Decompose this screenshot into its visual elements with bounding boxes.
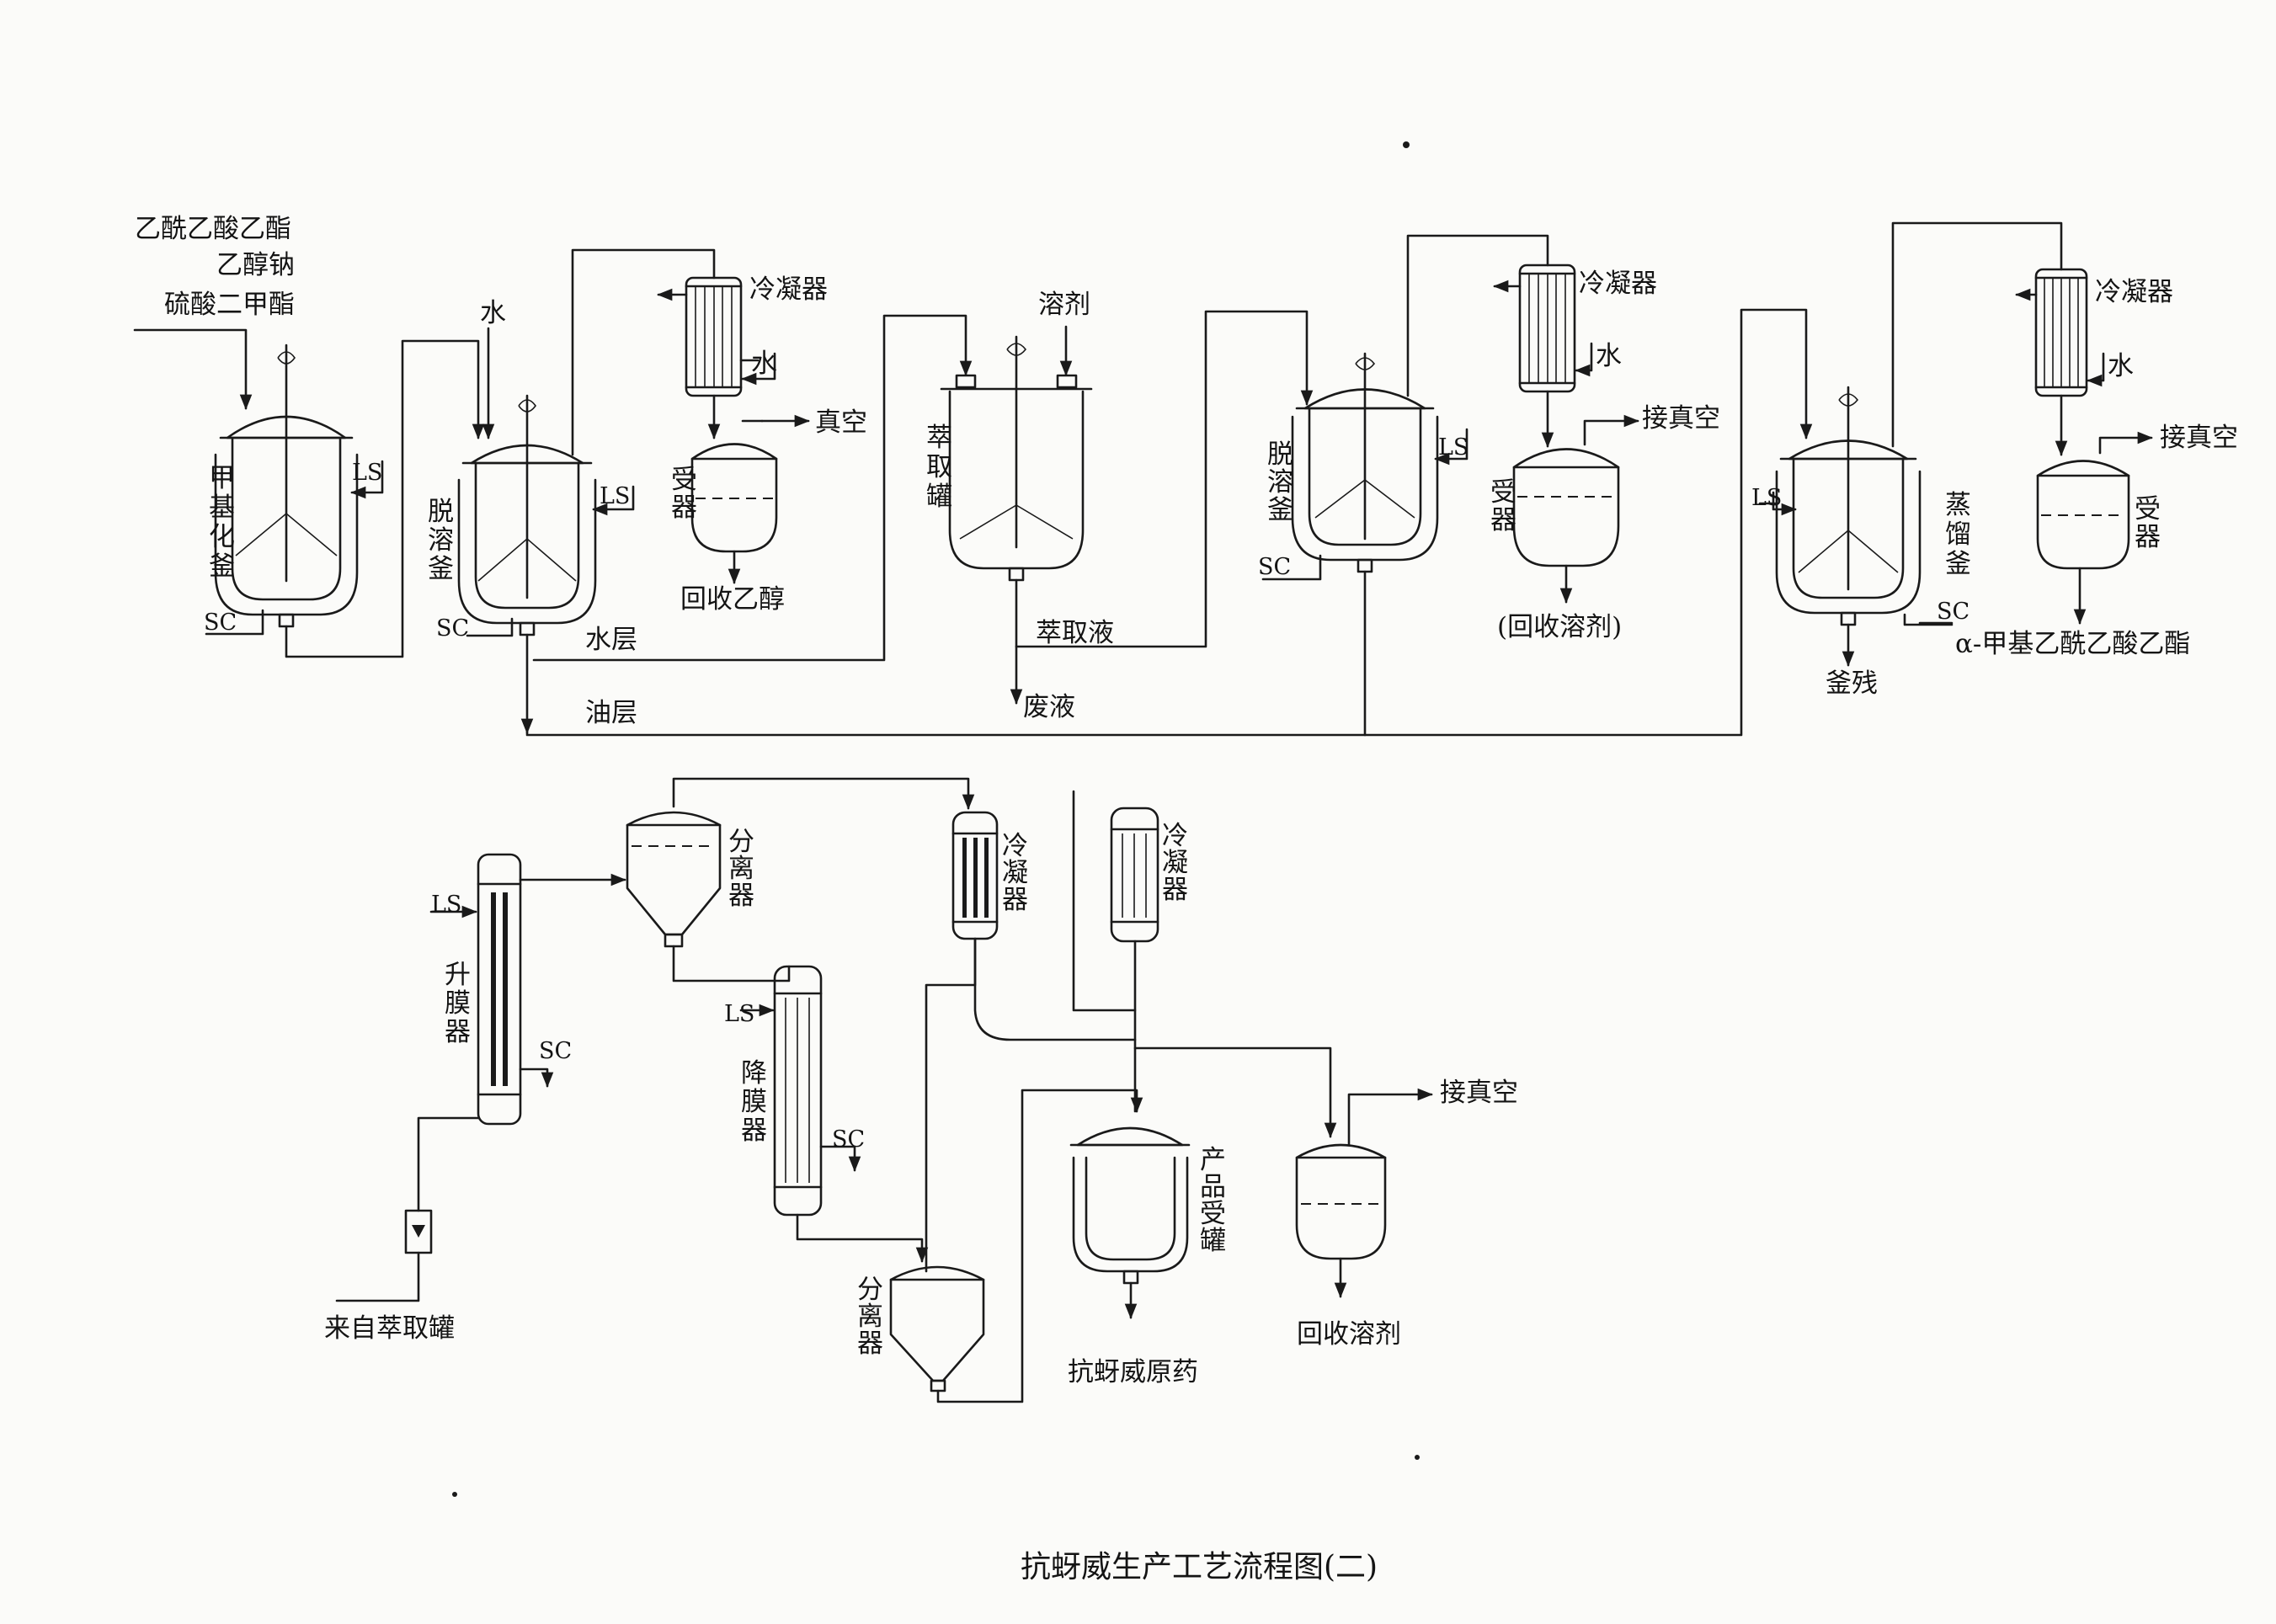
feed-label-3: 硫酸二甲酯 (164, 290, 295, 320)
label-alpha-product: α-甲基乙酰乙酸乙酯 (1955, 629, 2190, 659)
label-sc-1: SC (204, 610, 237, 636)
speck-1 (1403, 141, 1410, 148)
label-desolvation-kettle-2: 脱溶釜 (1267, 439, 1293, 525)
label-distillation-kettle: 蒸馏釜 (1945, 490, 1971, 579)
condenser-3 (2034, 268, 2088, 397)
lower-piping (335, 777, 1433, 1403)
label-receiver-1: 受器 (671, 465, 697, 523)
label-product-receiver: 产品受罐 (1200, 1145, 1226, 1256)
label-extraction-tank: 萃取罐 (926, 423, 952, 512)
label-condenser-lower-2: 冷凝器 (1162, 821, 1188, 905)
label-ls-falling: LS (724, 1001, 754, 1027)
label-recover-solvent-paren: (回收溶剂) (1497, 612, 1622, 642)
label-falling-film: 降膜器 (741, 1058, 767, 1146)
condenser-1 (685, 276, 743, 397)
label-ls-rising: LS (431, 892, 461, 918)
label-ls-1: LS (352, 460, 382, 486)
label-condenser-2: 冷凝器 (1579, 269, 1657, 299)
label-vacuum-1: 真空 (815, 407, 867, 438)
label-separator-upper: 分离器 (728, 827, 754, 911)
label-desolvation-kettle-1: 脱溶釜 (428, 497, 454, 584)
label-rising-film: 升膜器 (445, 960, 471, 1047)
label-from-extraction: 来自萃取罐 (324, 1313, 455, 1344)
feed-labels: 乙酰乙酸乙酯 乙醇钠 硫酸二甲酯 (135, 214, 295, 320)
falling-film-evaporator (773, 965, 823, 1217)
receiver-2 (1512, 448, 1620, 567)
label-water-condenser-1: 水 (751, 349, 777, 379)
label-extract: 萃取液 (1036, 618, 1114, 648)
label-sc-rising: SC (539, 1038, 572, 1064)
condenser-lower-2 (1110, 807, 1159, 943)
label-methylation-kettle: 甲基化釜 (209, 463, 235, 582)
label-connect-vacuum-lower: 接真空 (1440, 1078, 1518, 1108)
distillation-kettle (1775, 386, 1922, 626)
label-water-layer: 水层 (585, 625, 637, 655)
label-separator-lower: 分离器 (857, 1275, 883, 1359)
diagram-title: 抗蚜威生产工艺流程图(二) (1021, 1550, 1378, 1584)
separator-lower (889, 1265, 985, 1392)
label-ls-3: LS (1438, 434, 1468, 461)
condenser-2 (1518, 264, 1576, 393)
receiver-3 (2036, 460, 2130, 570)
extraction-tank (940, 335, 1093, 582)
receiver-1 (690, 443, 778, 553)
label-residue: 釜残 (1826, 668, 1878, 699)
label-connect-vacuum-2: 接真空 (1642, 403, 1720, 434)
label-water-condenser-2: 水 (1596, 341, 1622, 371)
feed-label-2: 乙醇钠 (216, 250, 295, 280)
label-water-condenser-3: 水 (2108, 351, 2134, 381)
vertical-labels: 甲基化釜 脱溶釜 受器 萃取罐 脱溶釜 受器 蒸馏釜 受器 升膜器 分离器 降膜… (209, 423, 2161, 1359)
label-receiver-2: 受器 (1490, 477, 1516, 535)
label-solvent: 溶剂 (1038, 290, 1090, 320)
product-receiver (1069, 1126, 1191, 1285)
methylation-kettle (214, 343, 359, 628)
rising-film-evaporator (477, 853, 522, 1126)
label-ls-4: LS (1751, 485, 1782, 511)
label-receiver-3: 受器 (2135, 494, 2161, 552)
label-sc-4: SC (1937, 599, 1970, 625)
solvent-receiver-lower (1295, 1143, 1387, 1260)
label-condenser-1: 冷凝器 (749, 274, 828, 305)
label-final-product: 抗蚜威原药 (1068, 1357, 1198, 1387)
upper-piping (133, 221, 2153, 737)
speck-3 (1415, 1455, 1420, 1460)
label-sc-2: SC (436, 615, 469, 642)
label-ls-2: LS (600, 483, 630, 509)
label-recover-ethanol: 回收乙醇 (680, 584, 785, 615)
label-condenser-lower-1: 冷凝器 (1002, 831, 1028, 915)
label-sc-3: SC (1258, 554, 1291, 580)
flow-meter (404, 1209, 433, 1254)
label-sc-falling: SC (832, 1126, 865, 1153)
speck-2 (452, 1492, 457, 1497)
label-water-into-desolvation: 水 (480, 298, 506, 328)
desolvation-kettle-2 (1291, 352, 1439, 573)
label-connect-vacuum-3: 接真空 (2160, 423, 2238, 453)
separator-upper (626, 811, 722, 948)
label-recover-solvent: 回收溶剂 (1297, 1319, 1401, 1350)
label-waste: 废液 (1023, 692, 1075, 722)
label-oil-layer: 油层 (585, 698, 637, 728)
feed-label-1: 乙酰乙酸乙酯 (135, 214, 291, 244)
condenser-lower-1 (951, 811, 999, 940)
label-condenser-3: 冷凝器 (2095, 277, 2173, 307)
